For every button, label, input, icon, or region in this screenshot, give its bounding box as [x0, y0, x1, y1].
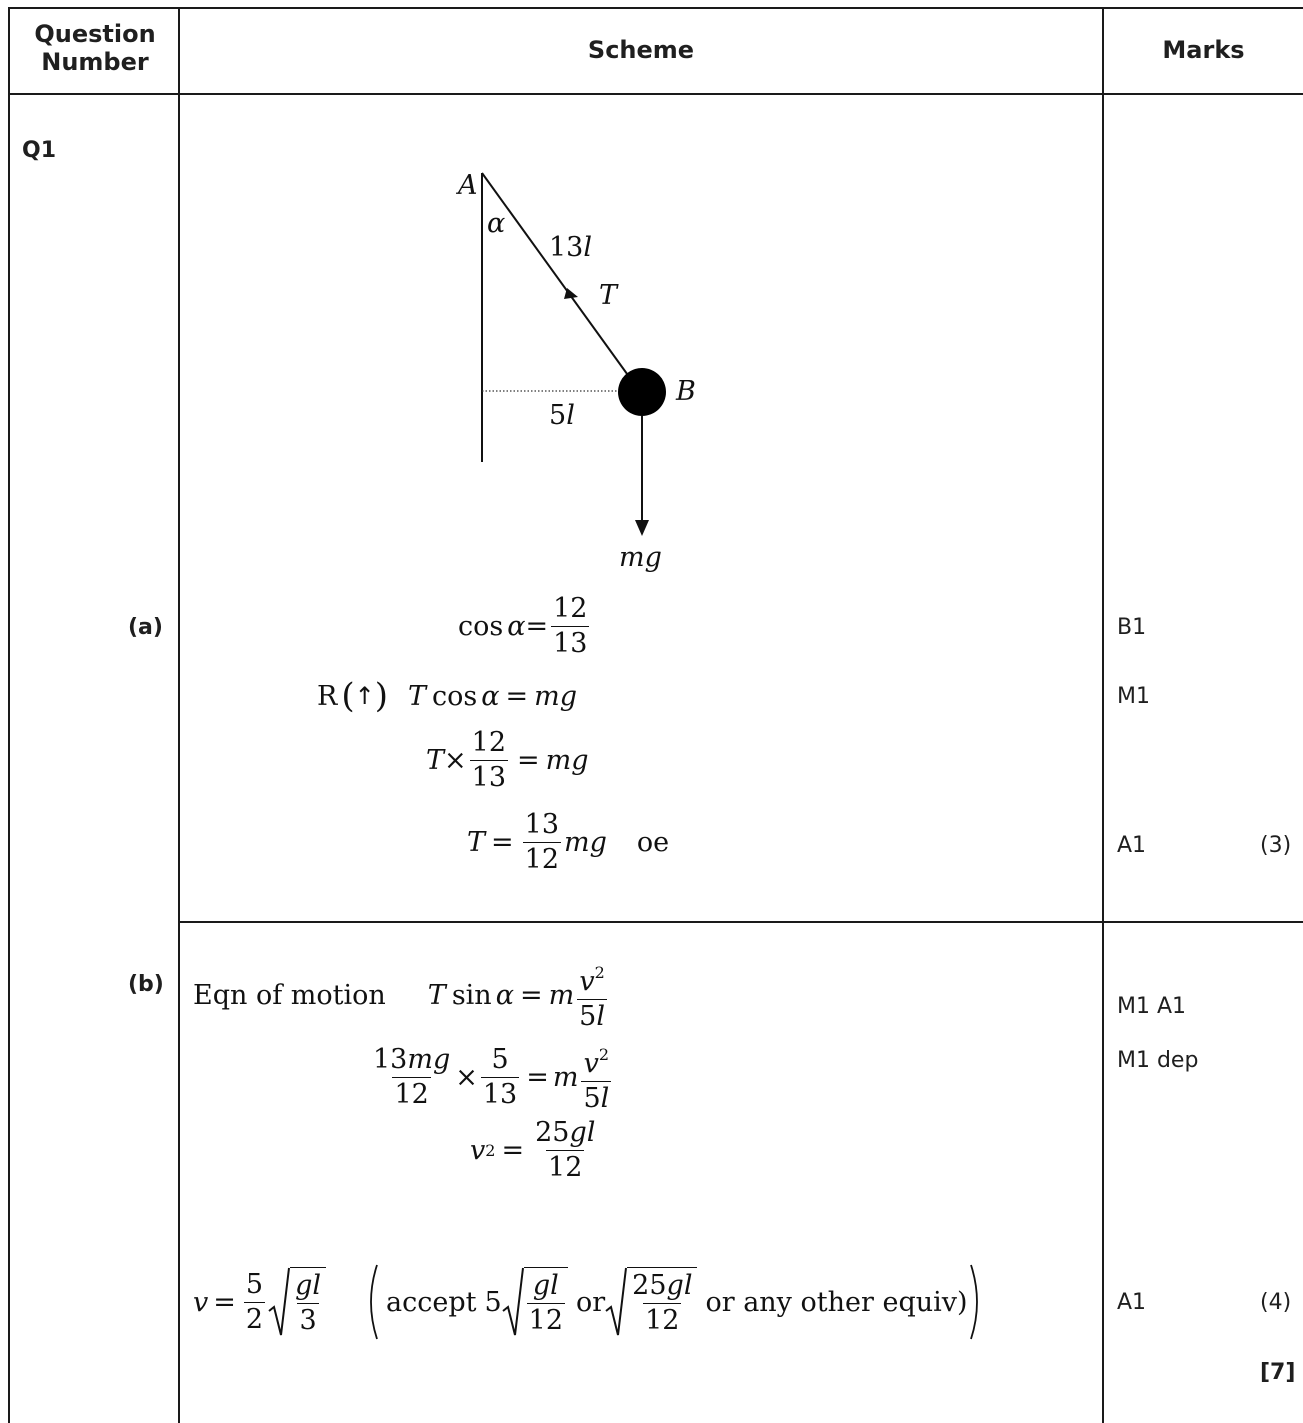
mark-a-a1: A1 — [1117, 833, 1147, 858]
label-weight: mg — [619, 542, 662, 573]
question-id: Q1 — [22, 138, 57, 163]
string — [481, 172, 631, 379]
label-radius: 5l — [549, 400, 575, 431]
part-b-total: (4) — [1260, 1290, 1292, 1315]
header-bottom-border — [8, 93, 1303, 95]
part-a-total: (3) — [1260, 833, 1292, 858]
weight-arrowhead — [635, 520, 649, 536]
question-grand-total: [7] — [1260, 1360, 1296, 1385]
table-top-border — [8, 7, 1303, 9]
part-b-label: (b) — [128, 972, 164, 997]
label-tension: T — [599, 280, 618, 311]
label-angle-alpha: α — [487, 208, 506, 239]
left-paren — [370, 1264, 378, 1340]
part-a-label: (a) — [128, 615, 163, 640]
right-paren — [969, 1264, 978, 1340]
label-point-b: B — [676, 376, 696, 407]
conical-pendulum-diagram — [481, 172, 666, 536]
label-string-length: 13l — [549, 232, 592, 263]
label-point-a: A — [458, 170, 478, 201]
header-question-number: Question Number — [34, 20, 156, 76]
mark-b-a1: A1 — [1117, 1290, 1147, 1315]
mark-a-b1: B1 — [1117, 615, 1147, 640]
tension-arrowhead — [564, 288, 578, 299]
header-scheme: Scheme — [587, 36, 695, 64]
up-arrow-icon: ↑ — [354, 682, 375, 710]
header-marks: Marks — [1162, 36, 1245, 64]
particle-b — [618, 368, 666, 416]
mark-b-m1-a1: M1 A1 — [1117, 994, 1187, 1019]
part-divider — [178, 921, 1303, 923]
table-left-border — [8, 7, 10, 1423]
column-divider-1 — [178, 7, 180, 1423]
mark-a-m1: M1 — [1117, 684, 1150, 709]
column-divider-2 — [1102, 7, 1104, 1423]
mark-b-m1-dep: M1 dep — [1117, 1048, 1199, 1073]
